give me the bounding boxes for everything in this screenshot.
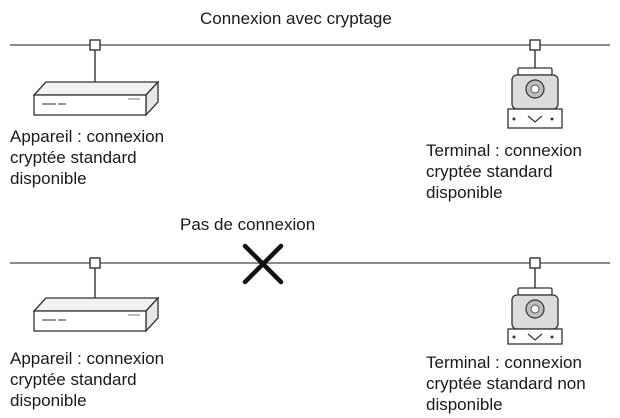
bottom-title: Pas de connexion (180, 215, 316, 234)
top-title: Connexion avec cryptage (200, 9, 392, 28)
bottom-device-label-line-1: Appareil : connexion (10, 349, 165, 368)
bottom-terminal-label: Terminal : connexion cryptée standard no… (426, 352, 586, 415)
bottom-device-tap (89, 257, 101, 269)
bottom-terminal-label-line-3: disponible (426, 395, 503, 414)
ptz-camera-icon (507, 67, 563, 129)
bottom-terminal-label-line-1: Terminal : connexion (426, 353, 582, 372)
bottom-terminal-tap (529, 257, 541, 269)
top-device-label-line-1: Appareil : connexion (10, 127, 165, 146)
bottom-device-label-line-3: disponible (10, 391, 87, 410)
network-appliance-icon (32, 80, 160, 117)
top-terminal-label-line-2: cryptée standard (426, 162, 553, 181)
cross-icon (242, 243, 284, 285)
ptz-camera-icon (507, 287, 563, 345)
top-terminal-label-line-1: Terminal : connexion (426, 141, 582, 160)
bottom-device-label-line-2: cryptée standard (10, 370, 137, 389)
top-terminal-label: Terminal : connexion cryptée standard di… (426, 140, 582, 203)
bottom-device-label: Appareil : connexion cryptée standard di… (10, 348, 164, 411)
top-device-label-line-2: cryptée standard (10, 148, 137, 167)
top-terminal-tap (529, 39, 541, 51)
network-appliance-icon (32, 296, 160, 333)
top-device-tap (89, 39, 101, 51)
bottom-terminal-label-line-2: cryptée standard non (426, 374, 586, 393)
top-terminal-label-line-3: disponible (426, 183, 503, 202)
top-device-label: Appareil : connexion cryptée standard di… (10, 126, 164, 189)
top-device-label-line-3: disponible (10, 169, 87, 188)
